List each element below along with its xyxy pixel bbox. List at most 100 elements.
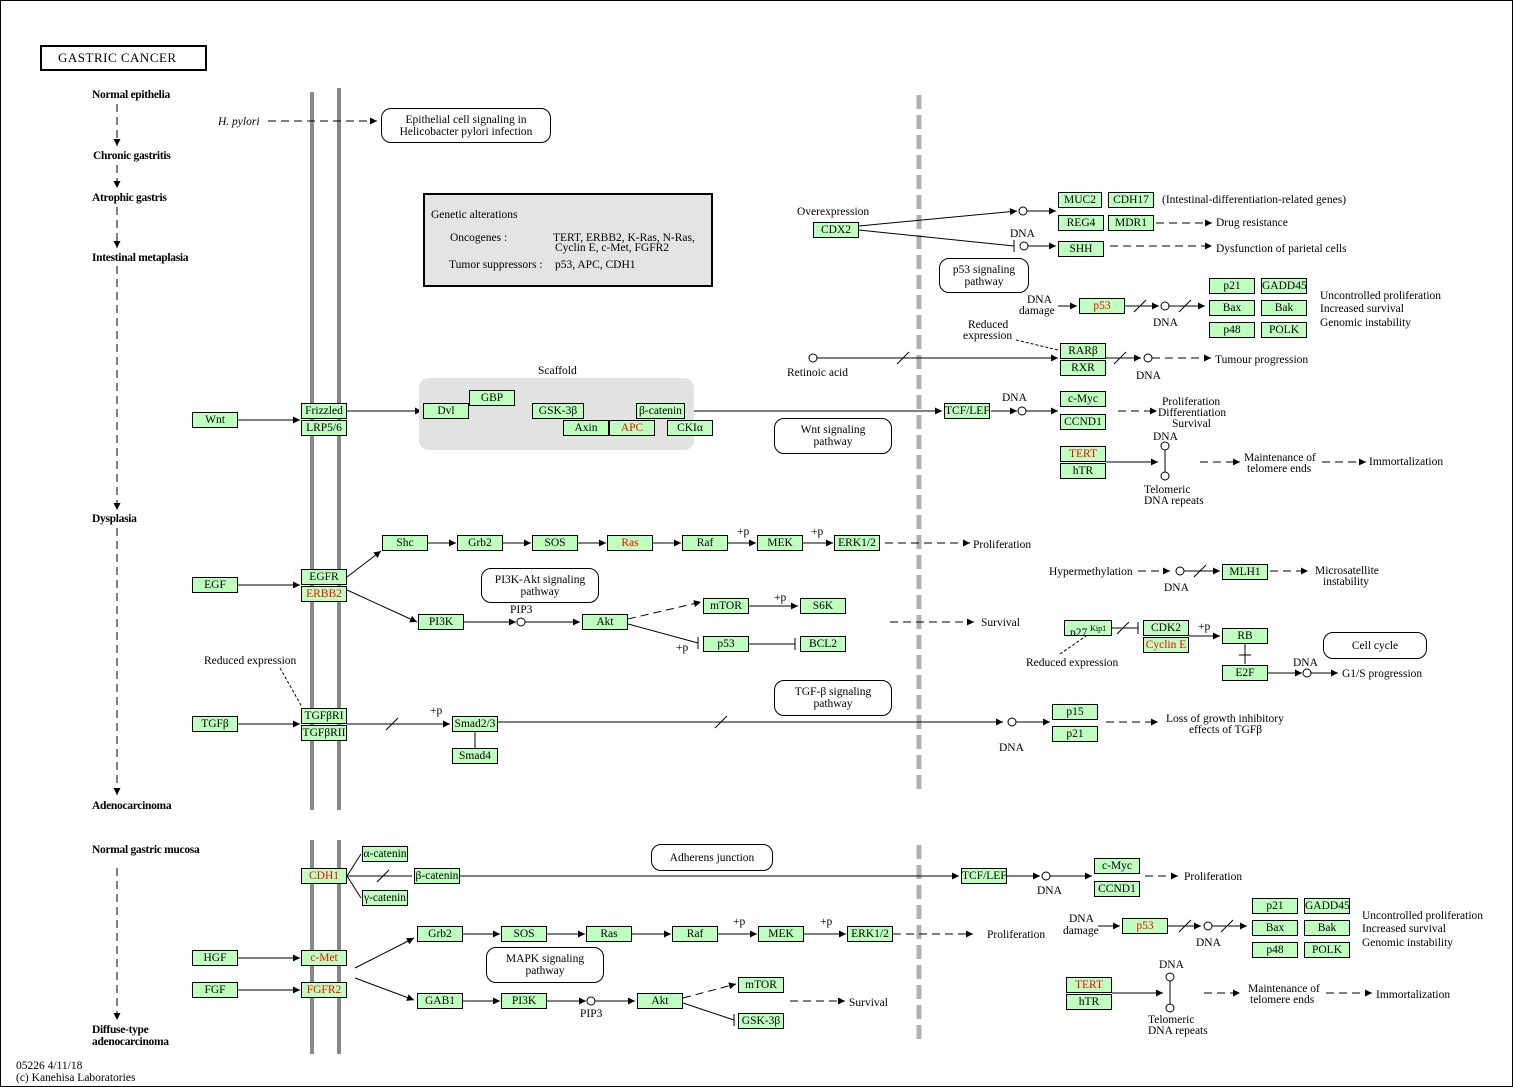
gene-hgf[interactable]: HGF bbox=[192, 950, 238, 966]
gene-tgfbr2[interactable]: TGFβRII bbox=[301, 725, 347, 741]
compound-node[interactable] bbox=[1175, 566, 1185, 576]
gene-cmet[interactable]: c-Met bbox=[301, 950, 347, 966]
gene-gcat[interactable]: γ-catenin bbox=[362, 890, 408, 906]
gene-baka[interactable]: Bak bbox=[1261, 300, 1307, 316]
gene-sosb[interactable]: SOS bbox=[501, 926, 547, 942]
gene-mtorb[interactable]: mTOR bbox=[738, 977, 784, 993]
gene-cdh1[interactable]: CDH1 bbox=[301, 868, 347, 884]
compound-node[interactable] bbox=[586, 996, 596, 1006]
gene-s6k[interactable]: S6K bbox=[800, 598, 846, 614]
gene-grb2b[interactable]: Grb2 bbox=[417, 926, 463, 942]
gene-bcat[interactable]: β-catenin bbox=[636, 403, 685, 419]
gene-frizzled[interactable]: Frizzled bbox=[301, 403, 347, 419]
gene-ccnd12[interactable]: CCND1 bbox=[1094, 881, 1140, 897]
gene-p27[interactable]: p27 Kip1 bbox=[1064, 620, 1112, 636]
gene-reg4[interactable]: REG4 bbox=[1058, 215, 1104, 231]
map-adherens-junction[interactable]: Adherens junction bbox=[651, 844, 773, 871]
gene-shc[interactable]: Shc bbox=[382, 535, 428, 551]
gene-tgfbr1[interactable]: TGFβRI bbox=[301, 708, 347, 724]
compound-node[interactable] bbox=[1019, 241, 1029, 251]
gene-lrp56[interactable]: LRP5/6 bbox=[301, 420, 347, 436]
compound-node[interactable] bbox=[1007, 717, 1017, 727]
gene-axin[interactable]: Axin bbox=[563, 420, 609, 436]
gene-erkb[interactable]: ERK1/2 bbox=[847, 926, 893, 942]
compound-node[interactable] bbox=[1160, 301, 1170, 311]
gene-bakc[interactable]: Bak bbox=[1304, 920, 1350, 936]
compound-node[interactable] bbox=[1165, 972, 1175, 982]
compound-node[interactable] bbox=[1143, 353, 1153, 363]
gene-wnt[interactable]: Wnt bbox=[192, 412, 238, 428]
gene-polka[interactable]: POLK bbox=[1261, 322, 1307, 338]
gene-p53a[interactable]: p53 bbox=[1079, 298, 1125, 314]
gene-p21a[interactable]: p21 bbox=[1209, 278, 1255, 294]
gene-bcl2[interactable]: BCL2 bbox=[800, 636, 846, 652]
gene-gadd45c[interactable]: GADD45 bbox=[1304, 898, 1350, 914]
gene-gbp[interactable]: GBP bbox=[469, 390, 515, 406]
gene-ccnd1[interactable]: CCND1 bbox=[1060, 414, 1106, 430]
gene-fgf[interactable]: FGF bbox=[192, 982, 238, 998]
gene-p53c[interactable]: p53 bbox=[1122, 918, 1168, 934]
gene-htr2[interactable]: hTR bbox=[1066, 994, 1112, 1010]
gene-p15[interactable]: p15 bbox=[1052, 704, 1098, 720]
gene-cdk2[interactable]: CDK2 bbox=[1143, 620, 1189, 636]
gene-shh[interactable]: SHH bbox=[1058, 241, 1104, 257]
gene-fgfr2[interactable]: FGFR2 bbox=[301, 982, 347, 998]
gene-ckia[interactable]: CKIα bbox=[667, 420, 713, 436]
gene-p21b[interactable]: p21 bbox=[1052, 726, 1098, 742]
gene-e2f[interactable]: E2F bbox=[1222, 665, 1268, 681]
gene-rasb[interactable]: Ras bbox=[586, 926, 632, 942]
gene-mekb[interactable]: MEK bbox=[758, 926, 804, 942]
gene-baxa[interactable]: Bax bbox=[1209, 300, 1255, 316]
gene-pi3kb[interactable]: PI3K bbox=[501, 993, 547, 1009]
gene-rasa[interactable]: Ras bbox=[607, 535, 653, 551]
gene-tcflef2[interactable]: TCF/LEF bbox=[961, 868, 1007, 884]
compound-node[interactable] bbox=[1018, 206, 1028, 216]
gene-baxc[interactable]: Bax bbox=[1252, 920, 1298, 936]
gene-tcflef[interactable]: TCF/LEF bbox=[944, 403, 990, 419]
gene-htr[interactable]: hTR bbox=[1060, 463, 1106, 479]
gene-dvl[interactable]: Dvl bbox=[423, 403, 469, 419]
gene-akta[interactable]: Akt bbox=[582, 614, 628, 630]
gene-smad4[interactable]: Smad4 bbox=[452, 748, 498, 764]
gene-acat[interactable]: α-catenin bbox=[362, 846, 408, 862]
gene-mlh1[interactable]: MLH1 bbox=[1222, 564, 1268, 580]
gene-p53b[interactable]: p53 bbox=[703, 636, 749, 652]
gene-grb2a[interactable]: Grb2 bbox=[457, 535, 503, 551]
gene-pi3ka[interactable]: PI3K bbox=[418, 614, 464, 630]
gene-bcat2[interactable]: β-catenin bbox=[414, 868, 460, 884]
gene-meka[interactable]: MEK bbox=[757, 535, 803, 551]
gene-gab1[interactable]: GAB1 bbox=[417, 993, 463, 1009]
gene-rafb[interactable]: Raf bbox=[672, 926, 718, 942]
gene-apc[interactable]: APC bbox=[609, 420, 655, 436]
gene-rarb[interactable]: RARβ bbox=[1060, 343, 1106, 359]
gene-mtora[interactable]: mTOR bbox=[703, 598, 749, 614]
gene-tert2[interactable]: TERT bbox=[1066, 977, 1112, 993]
compound-node[interactable] bbox=[1203, 921, 1213, 931]
compound-node[interactable] bbox=[808, 353, 818, 363]
compound-node[interactable] bbox=[1165, 1003, 1175, 1013]
compound-node[interactable] bbox=[1160, 471, 1170, 481]
gene-rb[interactable]: RB bbox=[1222, 628, 1268, 644]
gene-erka[interactable]: ERK1/2 bbox=[834, 535, 880, 551]
gene-sosa[interactable]: SOS bbox=[532, 535, 578, 551]
gene-smad23[interactable]: Smad2/3 bbox=[452, 716, 498, 732]
gene-polkc[interactable]: POLK bbox=[1304, 942, 1350, 958]
compound-node[interactable] bbox=[1041, 871, 1051, 881]
gene-gsk3b2[interactable]: GSK-3β bbox=[738, 1013, 784, 1029]
gene-gsk3b[interactable]: GSK-3β bbox=[532, 403, 584, 419]
gene-rxr[interactable]: RXR bbox=[1060, 360, 1106, 376]
gene-muc2[interactable]: MUC2 bbox=[1058, 192, 1102, 208]
compound-node[interactable] bbox=[516, 617, 526, 627]
gene-tert[interactable]: TERT bbox=[1060, 446, 1106, 462]
gene-tgfb[interactable]: TGFβ bbox=[192, 716, 238, 732]
gene-p21c[interactable]: p21 bbox=[1252, 898, 1298, 914]
gene-cycline[interactable]: Cyclin E bbox=[1143, 637, 1189, 653]
gene-cdh17[interactable]: CDH17 bbox=[1108, 192, 1154, 208]
compound-node[interactable] bbox=[1302, 668, 1312, 678]
gene-egfr[interactable]: EGFR bbox=[301, 569, 347, 585]
